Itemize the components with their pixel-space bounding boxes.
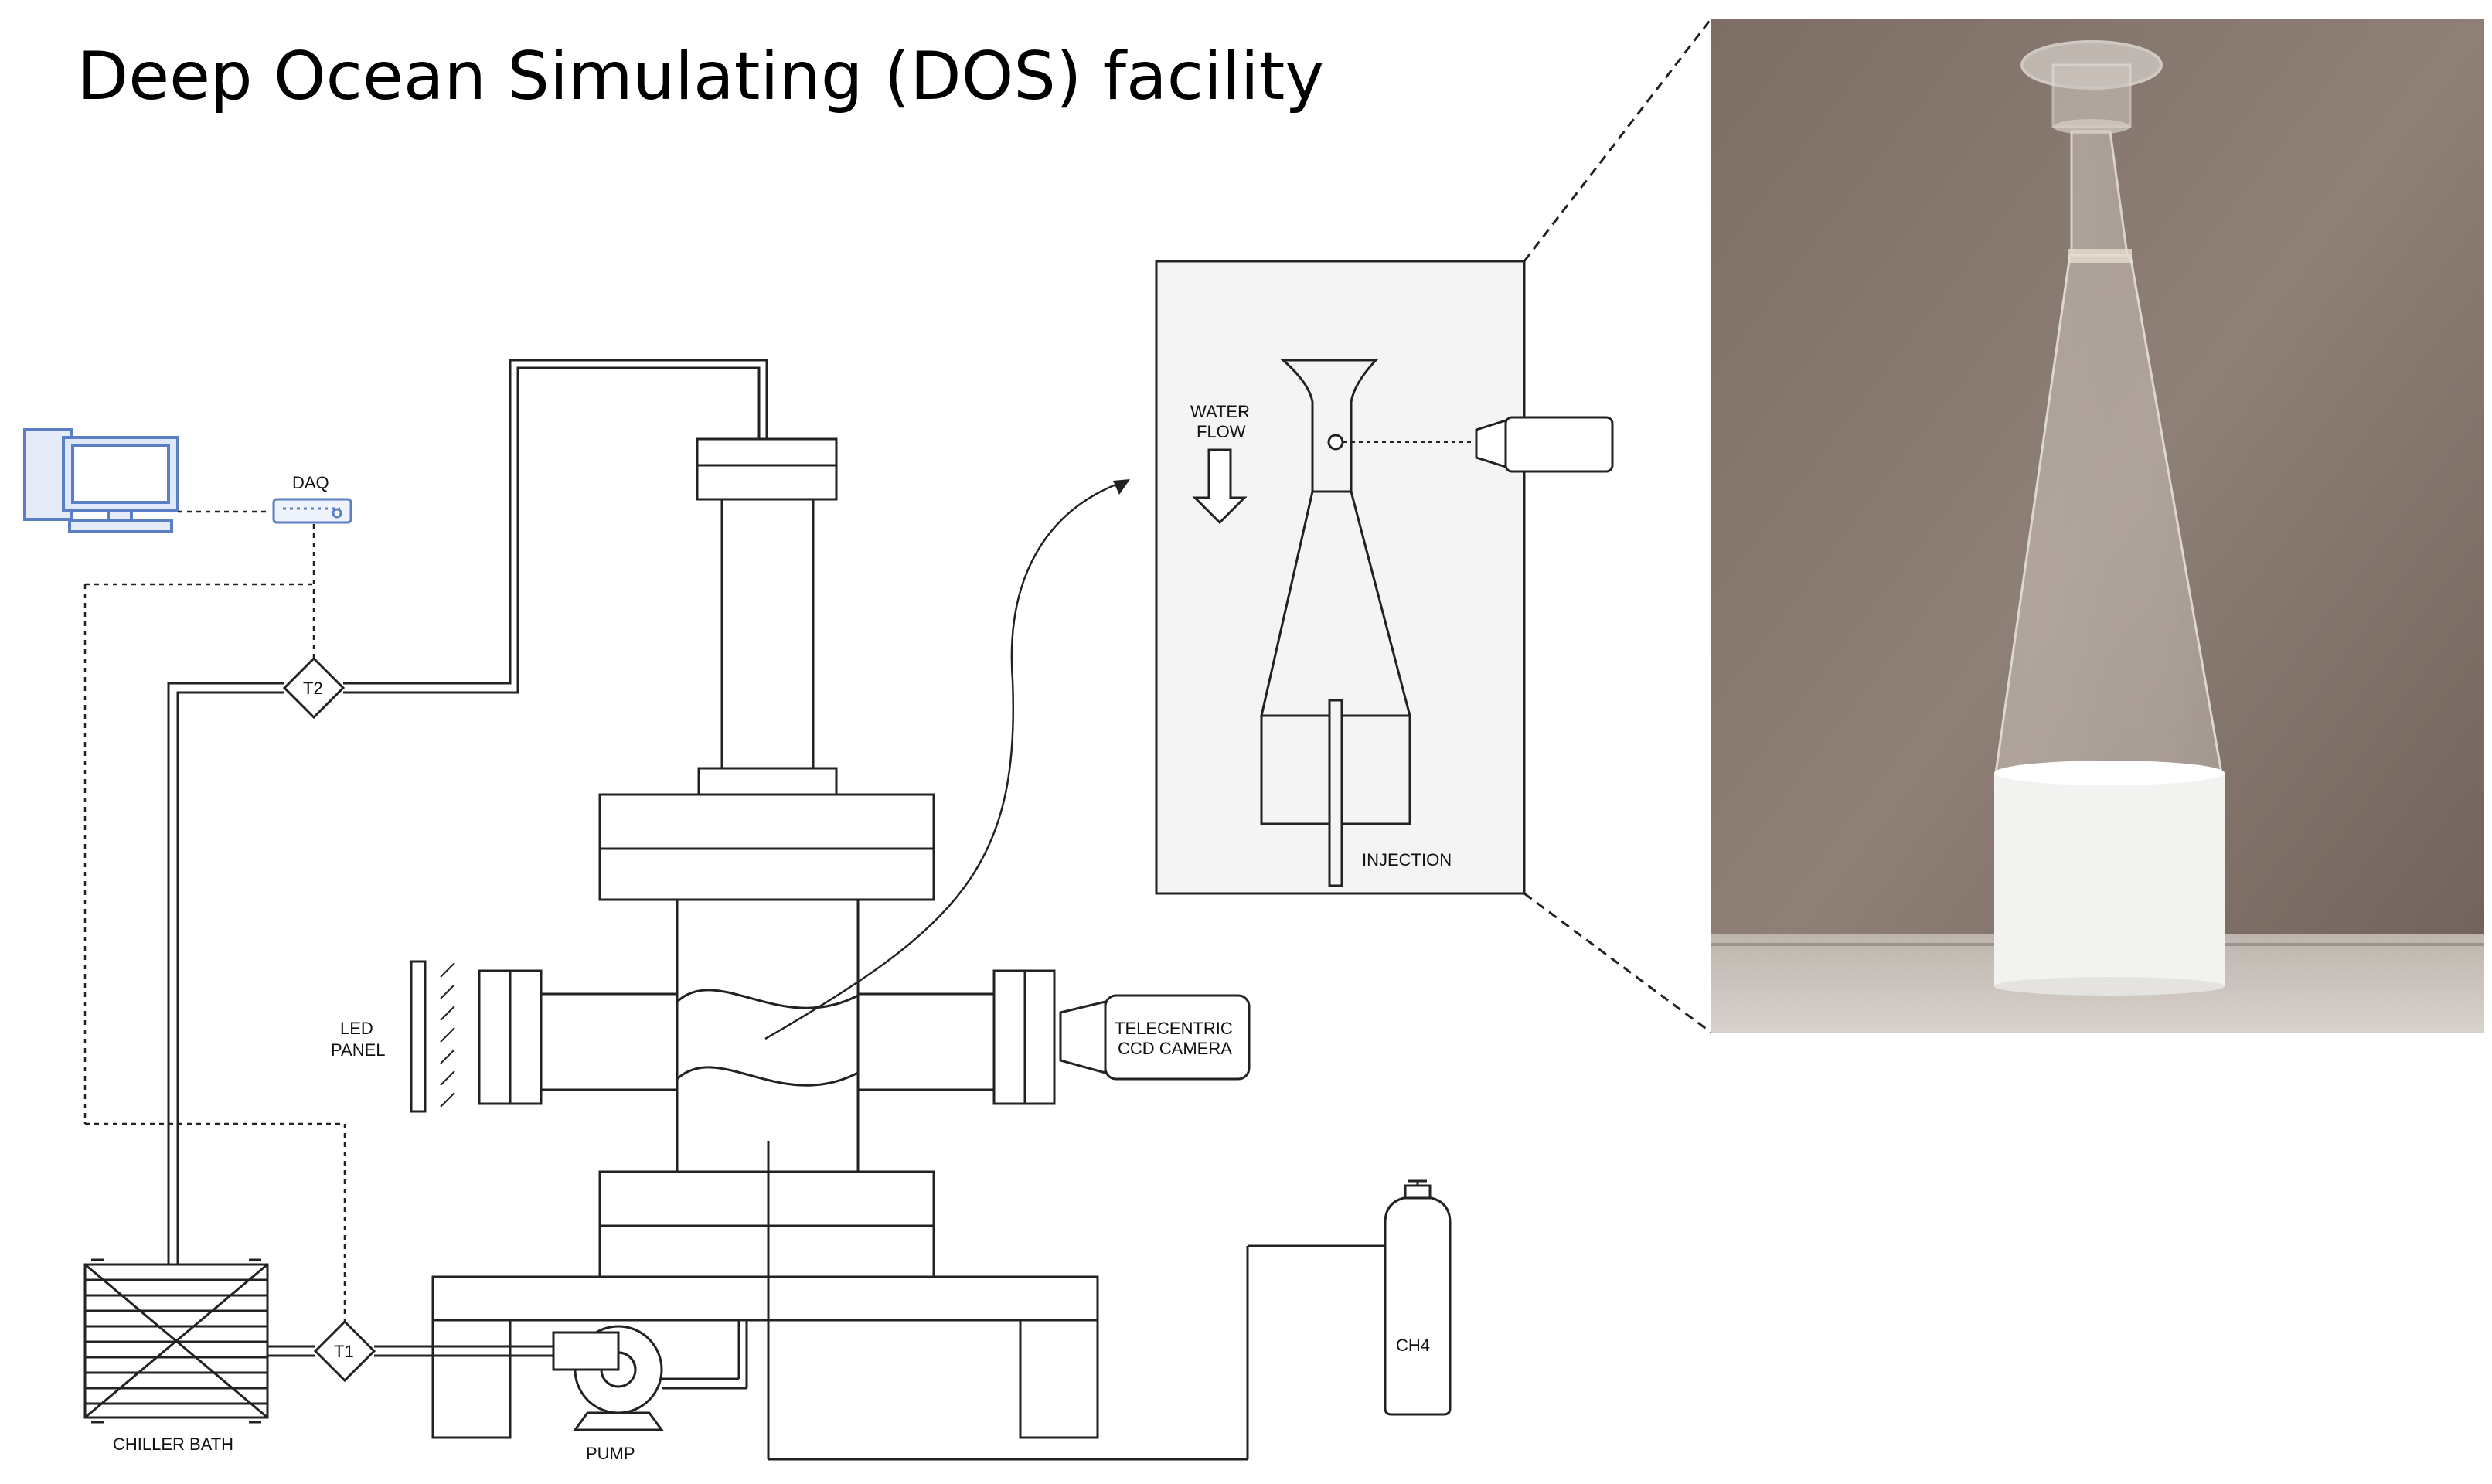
gas-cylinder-icon	[1384, 1179, 1452, 1416]
injection-inset	[1155, 260, 1614, 895]
zoom-arrow	[764, 482, 1118, 1040]
t2-sensor	[282, 656, 346, 720]
led-panel-label-line2: PANEL	[331, 1040, 386, 1060]
page-title: Deep Ocean Simulating (DOS) facility	[77, 38, 1324, 115]
led-panel-label-line1: LED	[340, 1019, 373, 1038]
camera-label-line2: CCD CAMERA	[1118, 1039, 1232, 1058]
pump-icon	[552, 1320, 748, 1431]
camera-icon	[1059, 994, 1251, 1081]
injection-label: INJECTION	[1362, 850, 1452, 870]
camera-label-line1: TELECENTRIC	[1115, 1019, 1233, 1038]
desktop-computer-icon	[23, 428, 179, 533]
water-flow-label-line1: WATER	[1190, 402, 1250, 421]
ch4-label: CH4	[1396, 1336, 1430, 1355]
t1-sensor	[313, 1319, 376, 1383]
water-flow-label-line2: FLOW	[1197, 422, 1246, 441]
chiller-bath	[83, 1258, 269, 1424]
chiller-bath-label: CHILLER BATH	[113, 1435, 233, 1454]
apparatus-photo	[1711, 19, 2484, 1033]
daq-label: DAQ	[292, 473, 329, 492]
schematic: DAQ T2	[23, 359, 1452, 1463]
pump-label: PUMP	[586, 1444, 635, 1463]
t1-label: T1	[334, 1342, 354, 1361]
t2-label: T2	[303, 679, 323, 698]
led-panel	[410, 960, 427, 1113]
daq-device-icon	[272, 498, 352, 524]
